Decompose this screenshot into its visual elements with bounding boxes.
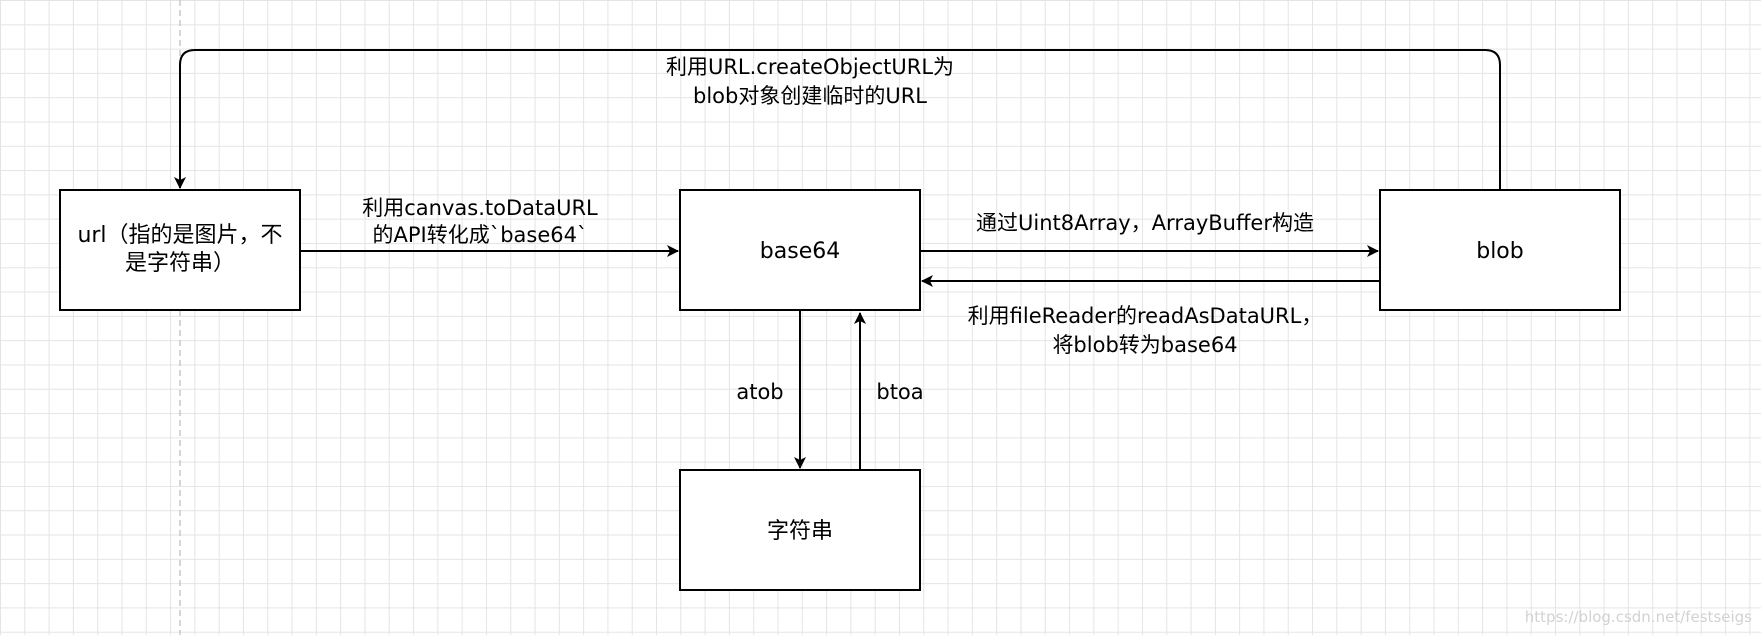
node-base64-label: base64 <box>760 239 840 264</box>
edge-url-to-base64-label-line2: 的API转化成`base64` <box>372 223 587 247</box>
node-url[interactable]: url（指的是图片，不 是字符串） <box>59 189 301 311</box>
edge-blob-to-base64-label-line2: 将blob转为base64 <box>1052 333 1237 357</box>
edge-blob-to-base64-label-line1: 利用fileReader的readAsDataURL， <box>968 304 1323 328</box>
node-blob-box <box>1379 189 1621 311</box>
node-url-box <box>59 189 301 311</box>
node-string-box <box>679 469 921 591</box>
node-url-label-line1: url（指的是图片，不 <box>77 223 282 248</box>
edge-url-to-base64-label-line1: 利用canvas.toDataURL <box>362 196 598 220</box>
edge-base64-to-blob-label: 通过Uint8Array，ArrayBuffer构造 <box>976 211 1314 235</box>
node-url-label-line2: 是字符串） <box>125 251 235 276</box>
edge-blob-to-url <box>174 49 1501 190</box>
node-base64-box <box>679 189 921 311</box>
node-blob-label: blob <box>1476 239 1524 264</box>
watermark: https://blog.csdn.net/festseigs <box>1525 608 1752 626</box>
edge-base64-to-string-label: atob <box>736 380 783 404</box>
node-string[interactable]: 字符串 <box>679 469 921 591</box>
edge-string-to-base64-label: btoa <box>876 380 923 404</box>
node-base64[interactable]: base64 <box>679 189 921 311</box>
node-blob[interactable]: blob <box>1379 189 1621 311</box>
edge-blob-to-url-label-line1: 利用URL.createObjectURL为 <box>666 55 954 79</box>
node-string-label: 字符串 <box>767 519 833 544</box>
edge-blob-to-url-label-line2: blob对象创建临时的URL <box>693 84 927 108</box>
